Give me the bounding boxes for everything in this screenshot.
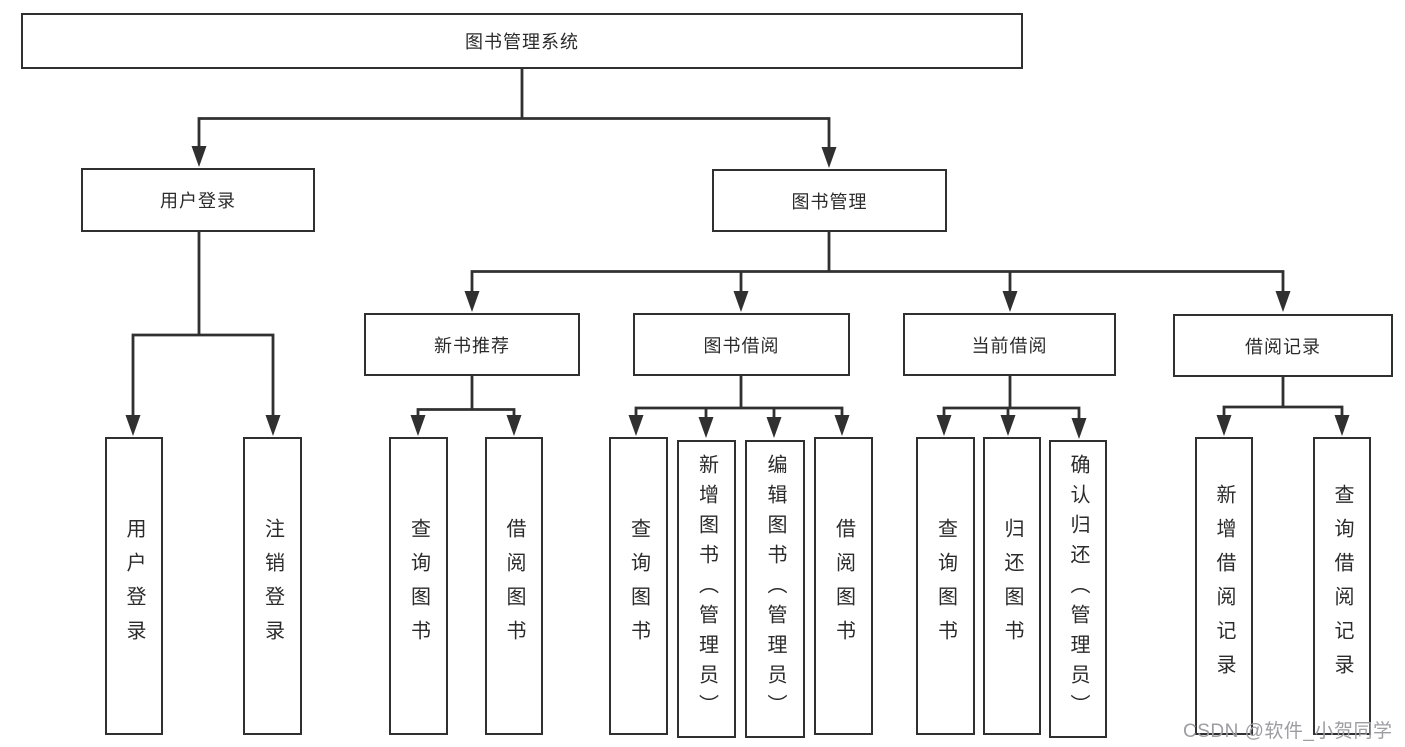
node-user-login-label: 用户登录: [160, 191, 236, 211]
leaf-records-add-record: 新增借阅记录: [1195, 437, 1253, 735]
leaf-user-login: 用户登录: [105, 437, 163, 735]
leaf-current-query-books-label: 查询图书: [934, 518, 957, 654]
leaf-current-query-books: 查询图书: [916, 437, 975, 735]
leaf-current-confirm-return-admin: 确认归还（管理员）: [1049, 440, 1107, 738]
leaf-recommend-borrow-books: 借阅图书: [485, 437, 543, 735]
leaf-recommend-borrow-books-label: 借阅图书: [503, 518, 525, 654]
leaf-current-return-books-label: 归还图书: [1001, 518, 1023, 654]
node-library-system-label: 图书管理系统: [465, 32, 579, 52]
node-book-borrow-label: 图书借阅: [703, 335, 780, 356]
leaf-current-confirm-return-admin-label: 确认归还（管理员）: [1067, 454, 1089, 724]
leaf-user-login-label: 用户登录: [123, 518, 145, 654]
leaf-logout: 注销登录: [243, 437, 302, 735]
node-borrow-records: 借阅记录: [1173, 314, 1393, 377]
leaf-borrow-borrow-books-label: 借阅图书: [832, 518, 855, 654]
leaf-borrow-edit-books-admin: 编辑图书（管理员）: [745, 440, 805, 738]
node-borrow-records-label: 借阅记录: [1245, 336, 1321, 357]
leaf-borrow-edit-books-admin-label: 编辑图书（管理员）: [764, 454, 786, 724]
node-new-book-recommend-label: 新书推荐: [434, 335, 510, 356]
leaf-logout-label: 注销登录: [261, 518, 284, 654]
leaf-borrow-borrow-books: 借阅图书: [814, 437, 873, 735]
leaf-recommend-query-books: 查询图书: [389, 437, 448, 735]
leaf-borrow-query-books: 查询图书: [609, 437, 668, 735]
watermark: CSDN @软件_小贺同学: [1183, 721, 1393, 742]
node-book-borrow: 图书借阅: [633, 313, 850, 376]
leaf-records-query-record: 查询借阅记录: [1313, 437, 1371, 735]
node-current-borrow: 当前借阅: [903, 313, 1116, 376]
node-library-system: 图书管理系统: [21, 13, 1023, 69]
leaf-recommend-query-books-label: 查询图书: [407, 518, 430, 654]
arrowheads: [125, 146, 1350, 439]
leaf-current-return-books: 归还图书: [983, 437, 1041, 735]
node-user-login: 用户登录: [81, 168, 315, 232]
leaf-records-query-record-label: 查询借阅记录: [1331, 484, 1353, 688]
leaf-borrow-add-books-admin-label: 新增图书（管理员）: [695, 454, 718, 724]
node-book-management-label: 图书管理: [791, 191, 868, 212]
leaf-borrow-query-books-label: 查询图书: [627, 518, 650, 654]
leaf-borrow-add-books-admin: 新增图书（管理员）: [677, 440, 736, 738]
leaf-records-add-record-label: 新增借阅记录: [1213, 484, 1235, 688]
node-book-management: 图书管理: [712, 169, 947, 232]
node-current-borrow-label: 当前借阅: [971, 335, 1048, 356]
node-new-book-recommend: 新书推荐: [364, 313, 580, 376]
